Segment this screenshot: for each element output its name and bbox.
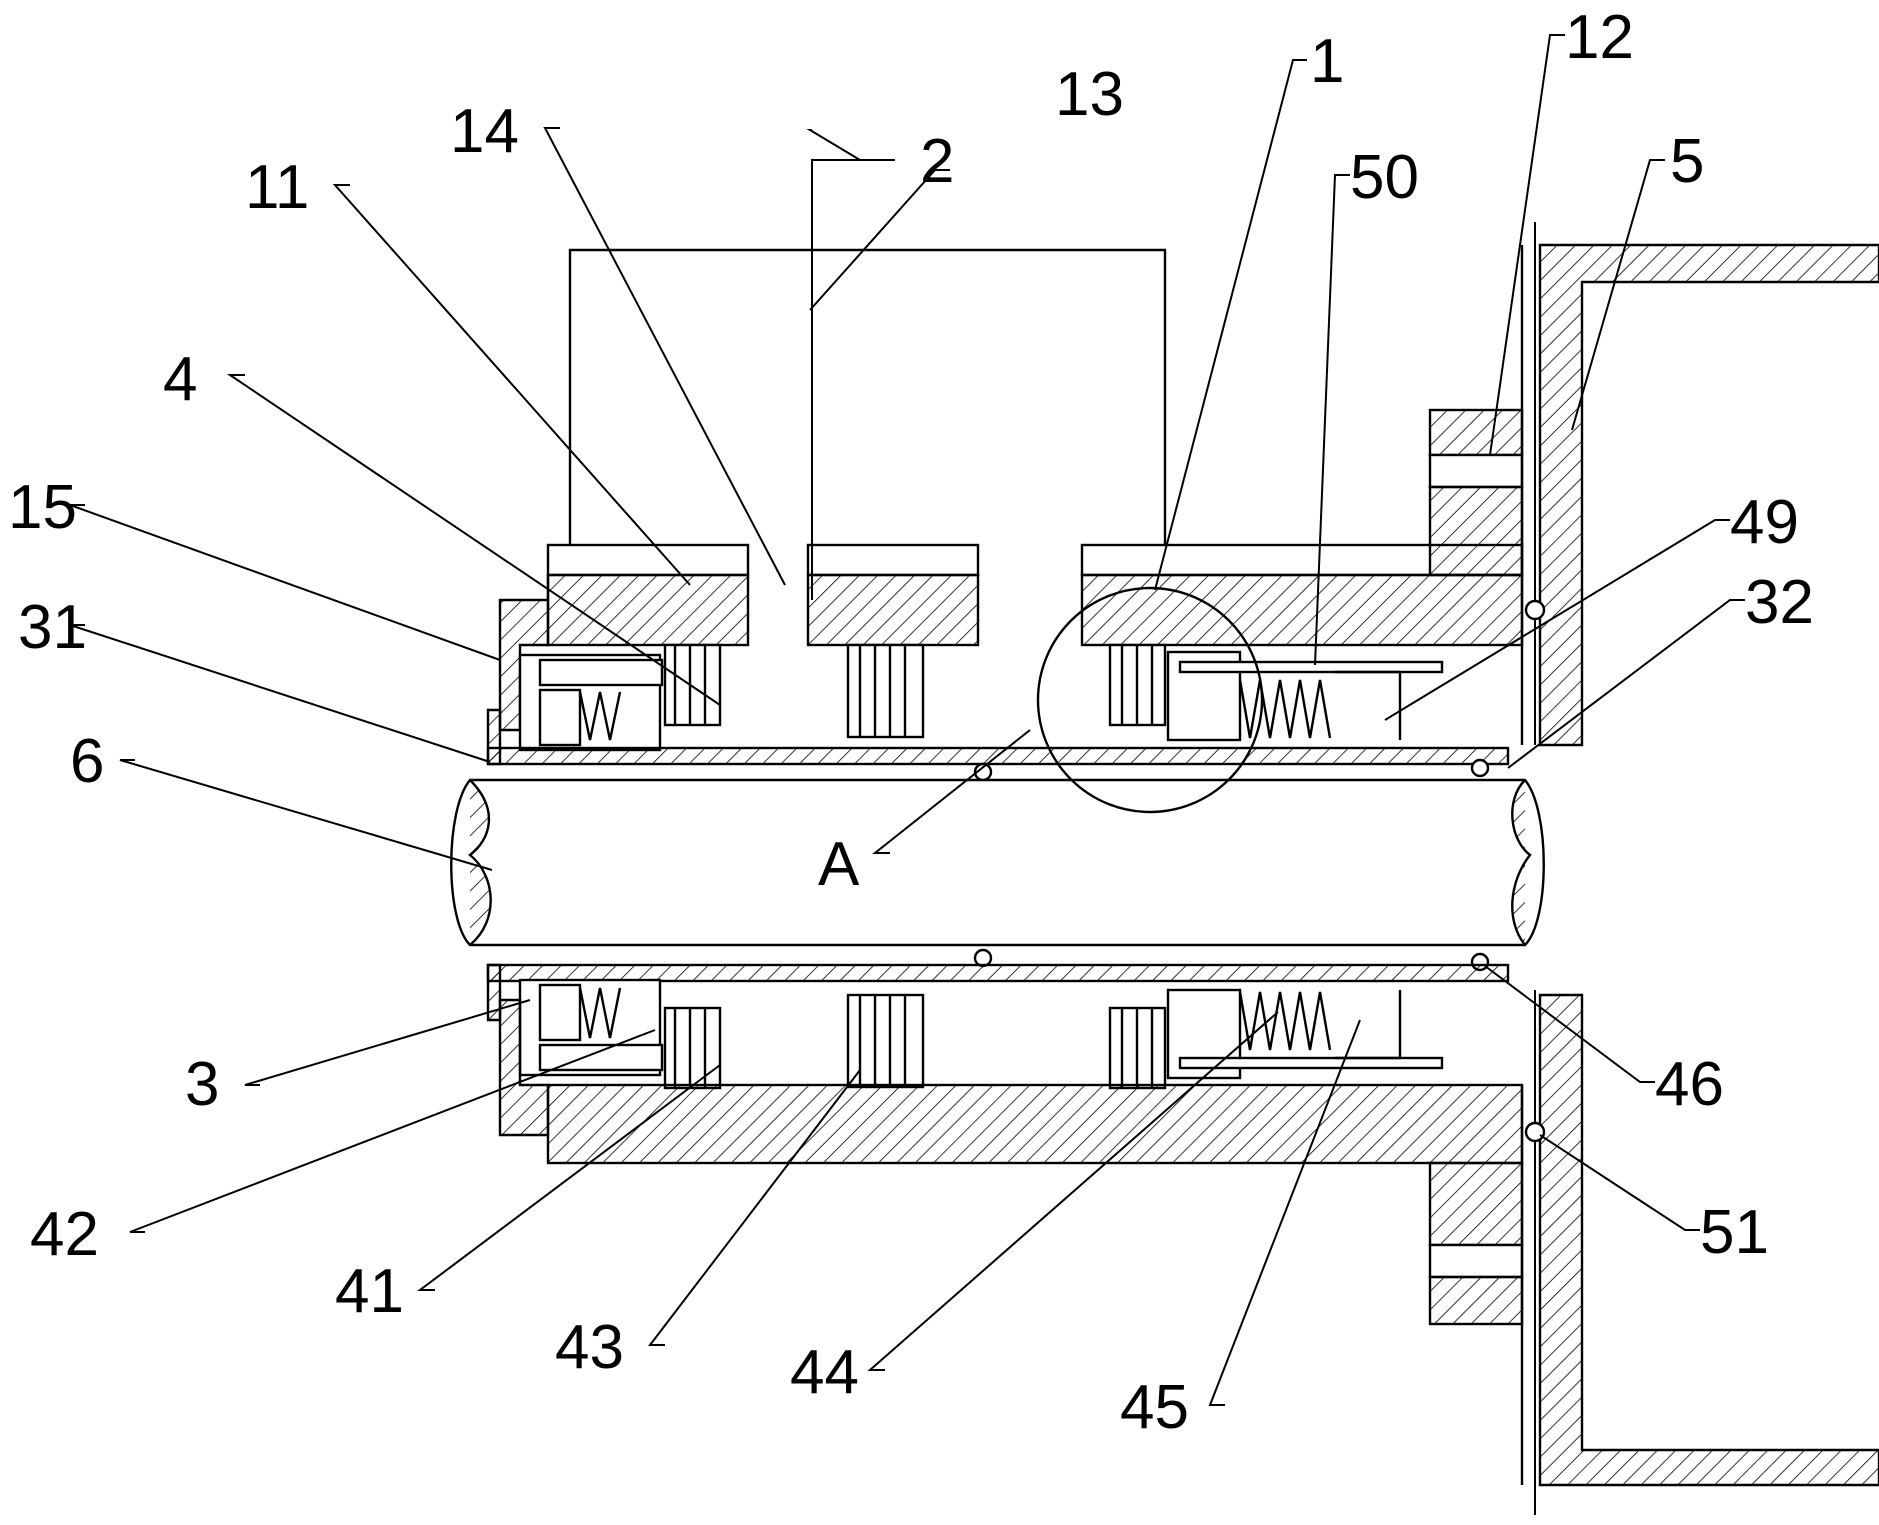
label-44: 44 [790,1338,859,1407]
label-49: 49 [1730,488,1799,557]
label-41: 41 [335,1257,404,1326]
gland-plate-lower [498,998,1524,1326]
shaft [450,758,1545,972]
label-5: 5 [1670,127,1704,196]
detail-circle-a [1036,586,1264,814]
label-2: 2 [920,127,954,196]
upper-seal-assembly [518,643,1444,752]
label-1: 1 [1310,27,1344,96]
housing-block [568,248,1167,545]
label-45: 45 [1120,1373,1189,1442]
label-14: 14 [450,97,519,166]
label-3: 3 [185,1050,219,1119]
leader-lines [69,34,1745,1406]
label-4: 4 [163,345,197,414]
label-15: 15 [8,473,77,542]
label-a: A [818,830,860,899]
label-43: 43 [555,1313,624,1382]
shaft-sleeve-lower [486,963,1510,1022]
label-51: 51 [1700,1198,1769,1267]
label-13: 13 [1055,60,1124,129]
label-12: 12 [1565,3,1634,72]
label-46: 46 [1655,1050,1724,1119]
lower-seal-assembly [518,978,1444,1090]
label-6: 6 [70,727,104,796]
label-11: 11 [245,153,309,222]
label-31: 31 [18,593,87,662]
label-42: 42 [30,1200,99,1269]
wall-structure [1520,222,1879,1515]
label-50: 50 [1350,143,1419,212]
label-32: 32 [1745,568,1814,637]
part-labels: 1 2 3 4 5 6 11 12 13 14 15 31 32 41 42 4… [8,3,1814,1442]
